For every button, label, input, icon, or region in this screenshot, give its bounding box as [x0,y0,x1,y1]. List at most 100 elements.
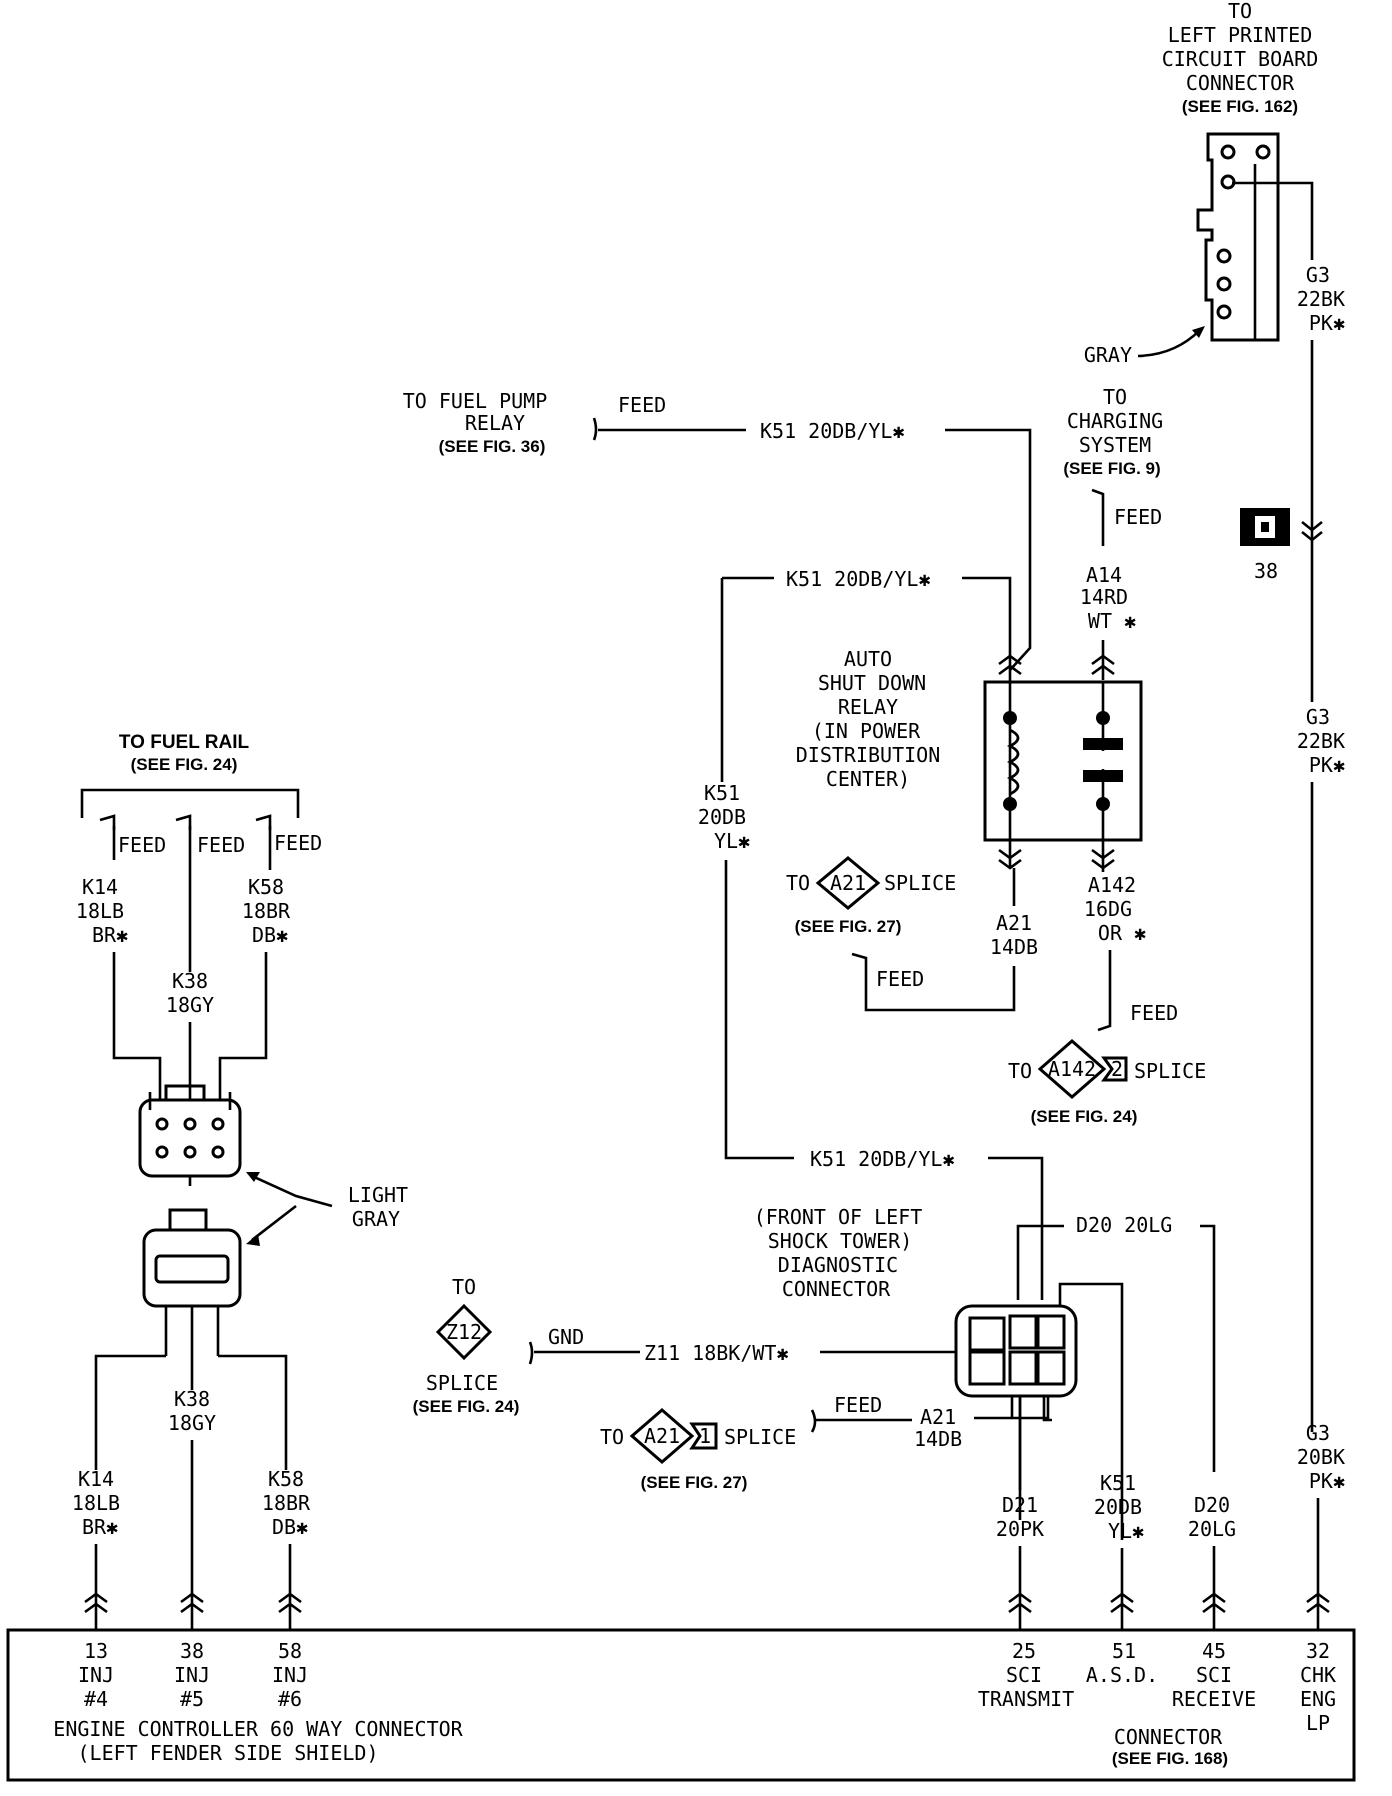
connector-tabs [148,1092,232,1110]
a142-splice-tab [1101,1056,1128,1082]
injector-connector-female [138,1098,242,1178]
ecm-pin-25-l2: TRANSMIT [978,1687,1074,1711]
relay-contact-plate [1083,770,1123,782]
a21-bot-splice-tab [689,1422,718,1450]
diag-cavity [1008,1314,1038,1350]
a142-to: TO [1008,1059,1032,1083]
pcb-pin [1220,144,1236,160]
engine-controller-connector [6,1628,1356,1782]
k14-top-a: K14 [82,875,118,899]
k58-bot-a: K58 [268,1467,304,1491]
a21-bot-num: 1 [699,1424,711,1448]
relay-l3: RELAY [838,695,898,719]
connector-chevron-icon [84,1592,108,1604]
ecm-pin-32-l3: LP [1306,1711,1330,1735]
fuel-rail-feed-2: FEED [197,833,245,857]
connector-pin [183,1145,197,1159]
relay-terminal-dot [1003,797,1017,811]
a21-top-id: A21 [830,871,866,895]
a21-bot-to: TO [600,1425,624,1449]
g3-mid-b: 22BK [1297,729,1345,753]
charging-l1: CHARGING [1067,409,1163,433]
feed-break [810,1409,817,1433]
a21-bot-feed: FEED [834,1393,882,1417]
a14-c: WT ✱ [1088,609,1136,633]
light-gray-pointer [251,1204,297,1242]
diag-cavity [968,1316,1006,1352]
ecm-pin-13-num: 13 [84,1639,108,1663]
k58-top-a: K58 [248,875,284,899]
connector-chevron-icon [1110,1592,1134,1604]
k51-bot-c: YL✱ [1108,1519,1144,1543]
feed-break [592,417,598,441]
g3-mid-c: PK✱ [1309,753,1345,777]
connector-pin [183,1117,197,1131]
a21-top-ref: (SEE FIG. 27) [795,917,902,936]
relay-l4: (IN POWER [812,719,921,743]
connector-chevron-icon [1202,1602,1226,1614]
k14-bot-a: K14 [78,1467,114,1491]
d21-b: 20PK [996,1517,1044,1541]
a142-id: A142 [1048,1057,1096,1081]
ecm-pin-58-l2: #6 [278,1687,302,1711]
a142-ref: (SEE FIG. 24) [1031,1107,1138,1126]
d20-wire-right [1200,1224,1216,1472]
relay-contact-gap [1098,751,1108,769]
k51-upper-wire-right [962,576,1012,682]
fuel-rail-title: TO FUEL RAIL [119,732,250,753]
g3-top-c: PK✱ [1309,311,1345,335]
pcb-label-2: CIRCUIT BOARD [1162,47,1319,71]
connector-pin [155,1145,169,1159]
fuel-rail-bracket [80,788,300,818]
arrow-icon [246,1234,260,1246]
connector-pin [211,1145,225,1159]
light-gray-pointer [251,1174,333,1208]
z12-splice: SPLICE [426,1371,498,1395]
connector-chevron-icon [998,858,1022,870]
a142-num: 2 [1111,1057,1123,1081]
connector-chevron-icon [278,1592,302,1604]
a142-a: A142 [1088,873,1136,897]
arrow-icon [1192,326,1205,338]
ground-marker-dot [1261,522,1269,532]
a142-splice: SPLICE [1134,1059,1206,1083]
splice-chevron-icon [1301,520,1323,532]
connector-latch [168,1208,208,1232]
ecm-pin-13-l1: INJ [78,1663,114,1687]
feed-break [99,814,116,830]
ecm-pin-32-l1: CHK [1300,1663,1336,1687]
relay-terminal-dot [1096,711,1110,725]
pcb-label-3: CONNECTOR [1186,71,1295,95]
ecm-pin-38-l2: #5 [180,1687,204,1711]
pcb-pin [1216,248,1232,264]
feed-break [255,814,272,830]
connector-chevron-icon [278,1602,302,1614]
connector-chevron-icon [84,1602,108,1614]
relay-terminal-dot [1096,797,1110,811]
a21-top-b: 14DB [990,935,1038,959]
a142-splice-diamond [1037,1039,1107,1099]
charging-l2: SYSTEM [1079,433,1151,457]
diag-a21-loop [1010,1396,1050,1420]
a142-feed: FEED [1130,1001,1178,1025]
k51-left-vertical-bottom [724,860,794,1160]
g3-wire-top [1232,181,1314,260]
k38-top-b: 18GY [166,993,214,1017]
k51-top-wire-right [945,428,1032,671]
connector-chevron-icon [1091,664,1115,676]
k51-lower-wire [988,1156,1044,1300]
a21-bot-a: A21 [920,1405,956,1429]
z11-label: Z11 18BK/WT✱ [644,1341,789,1365]
k14-top-b: 18LB [76,899,124,923]
a21-splice-diamond [815,856,881,910]
connector-latch [164,1084,206,1102]
connector-pin [155,1117,169,1131]
ecm-pin-25-l1: SCI [1006,1663,1042,1687]
left-printed-circuit-board-connector: TO LEFT PRINTED CIRCUIT BOARD CONNECTOR … [1084,0,1318,367]
d20-bot-b: 20LG [1188,1517,1236,1541]
k58-top-wire [218,952,268,1100]
d21-a: D21 [1002,1493,1038,1517]
fuel-pump-l2: RELAY [465,411,525,435]
pcb-pin [1216,276,1232,292]
